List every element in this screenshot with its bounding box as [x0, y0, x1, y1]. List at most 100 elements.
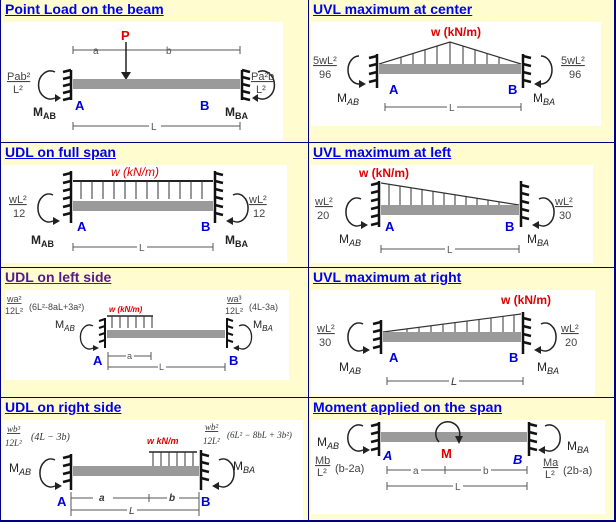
fixed-support-left	[370, 422, 381, 456]
moment-arrow-right-icon	[544, 424, 561, 452]
arrow-head-icon	[55, 94, 61, 102]
dim-a-label: a	[127, 351, 132, 361]
load-arrows	[152, 452, 194, 466]
arrow-head-icon	[532, 221, 539, 229]
moment-arrow-left-icon	[347, 322, 364, 352]
moment-right-denominator: 20	[565, 337, 577, 349]
moment-right-label: MBA	[225, 233, 248, 249]
arrow-head-icon	[53, 217, 60, 225]
moment-left-numerator: wL²	[314, 196, 333, 208]
node-a-label: A	[75, 98, 85, 113]
dim-a-label: a	[413, 466, 419, 477]
dim-l-label: L	[139, 243, 145, 254]
title-link-uvl-left[interactable]: UVL maximum at left	[313, 144, 452, 160]
beam	[379, 64, 521, 74]
fixed-support-left	[370, 181, 381, 227]
moment-right-denominator: 30	[559, 210, 571, 222]
moment-left-label: MAB	[33, 105, 56, 121]
beam	[73, 201, 213, 211]
title-link-udl-left[interactable]: UDL on left side	[5, 269, 112, 285]
moment-left-numerator: 5wL²	[313, 55, 337, 67]
diagram-moment-span: MAB MBA A B M Mb L² (b-2a) Ma L² (2b-a) …	[311, 420, 605, 514]
arrow-head-icon	[121, 72, 131, 80]
beam-diagram-svg: w (kN/m) 5wL² 96 5wL² 96	[313, 25, 585, 114]
moment-arrow-right-icon	[540, 55, 553, 85]
diagram-udl-right: wb³ 12L² (4L − 3b) wb² 12L² (6L² − 8bL +…	[3, 420, 303, 520]
cell-uvl-right: UVL maximum at right w (kN/m) w	[309, 268, 615, 398]
diagram-uvl-left: w (kN/m) wL² 20 wL² 30	[311, 165, 593, 263]
moment-left-numerator: Mb	[315, 455, 330, 467]
dimension-l	[108, 363, 226, 371]
arrow-head-icon	[455, 436, 463, 444]
cell-udl-left: UDL on left side wa² 12L² (6L²-8aL+3a²) …	[1, 268, 309, 398]
moment-left-tail: (b-2a)	[335, 463, 364, 475]
moment-right-denominator: 12	[253, 208, 265, 220]
fixed-support-right	[226, 318, 234, 348]
title-link-moment-span[interactable]: Moment applied on the span	[313, 399, 503, 415]
moment-right-numerator: wa³	[226, 294, 242, 304]
moment-arrow-left-icon	[37, 70, 56, 100]
moment-left-label: MAB	[337, 91, 359, 107]
moment-left-numerator: wL²	[8, 194, 27, 206]
moment-arrow-right-icon	[540, 322, 557, 352]
arrow-head-icon	[363, 346, 370, 354]
arrow-head-icon	[534, 346, 541, 354]
title-link-udl-full[interactable]: UDL on full span	[5, 144, 116, 160]
moment-right-numerator: Pa²b	[251, 71, 274, 83]
moment-arrow-left-icon	[39, 458, 56, 488]
beam-diagram-svg: w (kN/m) wL² 20 wL² 30	[314, 166, 573, 256]
diagram-point-load: a b P Pab² L² Pa²b L² A	[3, 22, 283, 140]
moment-right-numerator: wL²	[560, 323, 579, 335]
arrow-head-icon	[233, 345, 239, 351]
node-a-label: A	[385, 219, 395, 234]
title-link-uvl-right[interactable]: UVL maximum at right	[313, 269, 462, 285]
moment-left-denominator: 30	[319, 337, 331, 349]
dimension-a-b	[386, 466, 528, 474]
moment-right-denominator: 12L²	[203, 436, 220, 446]
moment-right-label: MBA	[537, 360, 559, 376]
moment-right-numerator: Ma	[543, 457, 559, 469]
fixed-support-right	[521, 312, 532, 354]
cell-udl-right: UDL on right side wb³ 12L² (4L − 3b) wb²…	[1, 398, 309, 521]
beam	[381, 432, 527, 442]
moment-left-tail: (4L − 3b)	[31, 432, 70, 443]
fixed-support-left	[62, 454, 73, 490]
moment-right-numerator: wL²	[248, 194, 267, 206]
title-link-uvl-center[interactable]: UVL maximum at center	[313, 1, 473, 17]
moment-left-numerator: wb³	[7, 424, 21, 434]
dim-b-label: b	[166, 46, 172, 57]
moment-arrow-left-icon	[79, 324, 94, 350]
dim-l-label: L	[151, 122, 157, 133]
node-b-label: B	[509, 350, 518, 365]
dim-a-label: a	[99, 493, 105, 504]
load-arrows	[406, 315, 515, 334]
fixed-support-left	[372, 320, 383, 354]
moment-right-label: MBA	[225, 105, 248, 121]
fixed-support-right	[240, 68, 251, 102]
load-profile	[380, 182, 520, 206]
arrow-head-icon	[93, 345, 99, 351]
moment-right-denominator: 12L²	[225, 306, 243, 316]
beam-diagram-svg: a b P Pab² L² Pa²b L² A	[7, 28, 276, 133]
moment-right-tail: (2b-a)	[563, 465, 592, 477]
fixed-support-right	[527, 422, 538, 456]
load-label: w (kN/m)	[500, 293, 551, 307]
load-arrows	[388, 184, 500, 205]
load-label: M	[441, 446, 452, 461]
moment-left-tail: (6L²-8aL+3a²)	[29, 302, 84, 312]
beam	[107, 330, 225, 338]
moment-left-numerator: wL²	[316, 323, 335, 335]
moment-right-label: MBA	[567, 439, 589, 455]
fixed-support-right	[521, 54, 532, 88]
dim-a-label: a	[93, 46, 99, 57]
moment-right-numerator: wb²	[205, 422, 219, 432]
fixed-support-right	[519, 181, 530, 227]
title-link-point-load[interactable]: Point Load on the beam	[5, 1, 164, 17]
moment-left-label: MAB	[31, 233, 54, 249]
moment-left-denominator: L²	[13, 84, 23, 96]
load-label: w (kN/m)	[109, 305, 143, 314]
node-b-label: B	[229, 353, 238, 368]
load-arrows	[400, 42, 500, 64]
title-link-udl-right[interactable]: UDL on right side	[5, 399, 122, 415]
beam-diagram-svg: MAB MBA A B M Mb L² (b-2a) Ma L² (2b-a) …	[315, 421, 592, 493]
